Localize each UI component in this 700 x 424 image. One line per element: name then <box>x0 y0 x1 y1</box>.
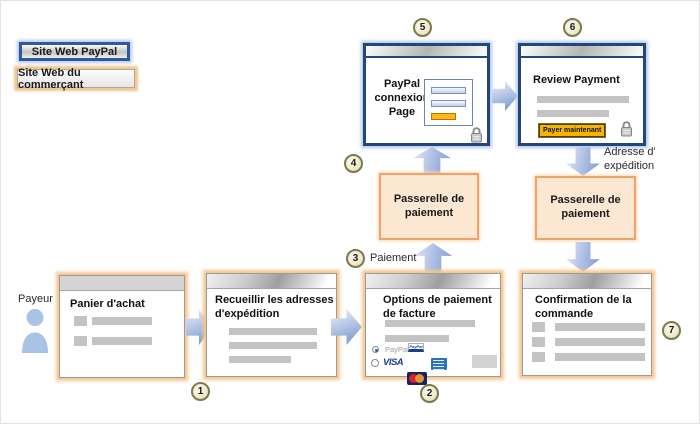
confirmation-text-bar <box>555 353 645 361</box>
arrow-gateway-to-login <box>413 147 451 173</box>
review-text-bar <box>537 110 609 117</box>
review-text-bar <box>537 96 629 103</box>
payment-gateway-title: Passerelle de paiement <box>393 192 465 219</box>
payer-label: Payeur <box>18 293 53 305</box>
legend-paypal-label: Site Web PayPal <box>31 45 118 58</box>
mastercard-logo-icon <box>407 372 427 385</box>
confirmation-titlebar <box>523 274 651 289</box>
login-input-field <box>431 87 466 94</box>
lock-icon <box>621 121 632 137</box>
options-text-bar <box>385 320 475 327</box>
cart-item-bar <box>92 337 152 345</box>
shipping-title: Recueillir les adresses d'expédition <box>215 294 334 320</box>
review-payment-titlebar <box>521 46 643 58</box>
shipping-text-bar <box>229 356 291 363</box>
amex-logo-icon <box>431 358 447 370</box>
arrow-login-to-review <box>492 81 518 111</box>
step-circle-1: 1 <box>191 382 210 401</box>
payment-options-titlebar <box>366 274 500 289</box>
step-circle-4: 4 <box>344 154 363 173</box>
radio-unselected-icon <box>371 359 379 367</box>
cart-item-thumb <box>74 316 87 326</box>
shipping-titlebar <box>207 274 336 289</box>
step-7-number: 7 <box>668 325 675 336</box>
legend-merchant-site: Site Web du commerçant <box>17 66 135 91</box>
payment-options-box: Options de paiement de facture PayPal Pa… <box>365 273 501 385</box>
step-circle-6: 6 <box>563 18 582 37</box>
cart-box: Panier d'achat <box>59 275 185 378</box>
radio-selected-icon <box>372 346 379 353</box>
paypal-login-title: PayPal connexion Page <box>374 78 430 118</box>
paypal-login-titlebar <box>366 46 487 58</box>
paypal-login-box: PayPal connexion Page <box>363 43 490 146</box>
password-input-field <box>431 100 466 107</box>
shipping-text-bar <box>229 342 317 349</box>
cart-title: Panier d'achat <box>70 298 145 310</box>
step-6-number: 6 <box>569 22 576 33</box>
shipping-address-flow-label: Adresse d' expédition <box>604 146 656 173</box>
review-payment-title: Review Payment <box>533 74 620 86</box>
confirmation-text-bar <box>555 338 645 346</box>
payment-flow-label: Paiement <box>370 252 417 264</box>
arrow-options-to-gateway <box>414 243 452 273</box>
confirmation-title: Confirmation de la commande <box>535 294 632 320</box>
login-button-mock <box>431 113 456 120</box>
cart-titlebar <box>60 276 184 291</box>
confirmation-box: Confirmation de la commande <box>522 273 652 376</box>
step-2-number: 2 <box>426 388 433 399</box>
confirmation-text-bar <box>555 323 645 331</box>
confirmation-item-thumb <box>532 337 545 347</box>
lock-icon <box>471 127 482 143</box>
confirmation-item-thumb <box>532 322 545 332</box>
payment-gateway-title: Passerelle de paiement <box>550 194 621 220</box>
step-circle-3: 3 <box>346 249 365 268</box>
payment-options-title: Options de paiement de facture <box>383 294 492 320</box>
arrow-review-to-gateway <box>566 147 600 176</box>
legend-paypal-site: Site Web PayPal <box>19 42 130 61</box>
options-button-mock <box>472 355 497 368</box>
shipping-box: Recueillir les adresses d'expédition <box>206 273 337 377</box>
paypal-option-label: PayPal <box>385 345 409 354</box>
login-form-mock <box>424 79 473 126</box>
payer-person-icon <box>22 309 48 353</box>
review-payment-box: Review Payment Payer maintenant <box>518 43 646 146</box>
arrow-gateway-to-confirmation <box>566 242 600 272</box>
cart-item-thumb <box>74 336 87 346</box>
step-5-number: 5 <box>419 22 426 33</box>
pay-now-button-mock: Payer maintenant <box>539 124 606 137</box>
step-3-number: 3 <box>352 253 359 264</box>
step-circle-7: 7 <box>662 321 681 340</box>
step-circle-5: 5 <box>413 18 432 37</box>
shipping-text-bar <box>229 328 317 335</box>
paypal-logo-icon: PayPal <box>408 343 424 352</box>
legend-merchant-label: Site Web du commerçant <box>18 66 84 91</box>
payment-gateway-box-right: Passerelle de paiement <box>535 176 636 240</box>
step-4-number: 4 <box>350 158 357 169</box>
payment-gateway-box-left: Passerelle de paiement <box>379 173 479 240</box>
cart-item-bar <box>92 317 152 325</box>
options-text-bar <box>385 335 449 342</box>
visa-logo-icon: VISA <box>383 357 404 368</box>
confirmation-item-thumb <box>532 352 545 362</box>
step-circle-2: 2 <box>420 384 439 403</box>
step-1-number: 1 <box>197 386 204 397</box>
